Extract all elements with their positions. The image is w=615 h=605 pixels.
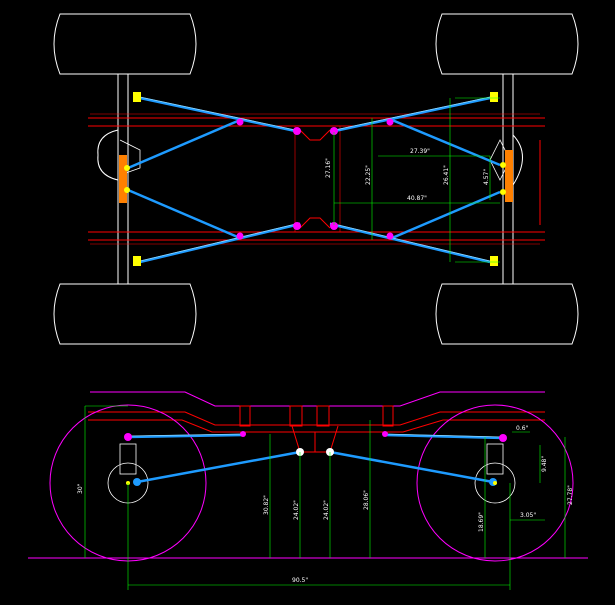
links-top-highlight: [139, 96, 491, 262]
dim-label-30-82: 30.82": [263, 495, 270, 515]
tires-top: [53, 13, 579, 345]
upper-link-left: [127, 433, 244, 439]
link-rr-diag: [391, 190, 501, 240]
side-view: 30" 30.82" 24.02" 24.02" 28.06" 18.69" 0…: [28, 391, 588, 590]
dim-label-30: 30": [77, 483, 84, 494]
link-fr-upper: [329, 96, 491, 134]
dimension-labels-side: 30" 30.82" 24.02" 24.02" 28.06" 18.69" 0…: [77, 425, 574, 584]
dim-label-9-48: 9.48": [541, 456, 548, 472]
dim-label-28-06: 28.06": [363, 490, 370, 510]
dimensions-top: [333, 97, 500, 263]
dim-label-22-25: 22.25": [365, 165, 372, 185]
dimension-labels-top: 27.39" 40.87" 27.16" 22.25" 26.41" 4.57": [325, 148, 490, 202]
frame-rails: [88, 113, 545, 245]
links-side-highlight: [127, 433, 504, 438]
dim-label-27-39: 27.39": [410, 148, 430, 155]
link-rl-upper: [139, 222, 301, 264]
body-outline: [90, 391, 545, 407]
dim-label-18-69: 18.69": [478, 512, 485, 532]
dim-label-27-78: 27.78": [567, 485, 574, 505]
diff-right: [512, 134, 523, 186]
lower-link-left: [136, 450, 301, 484]
dim-label-0-6: 0.6": [516, 425, 529, 432]
wheel-right-hub: [474, 462, 516, 504]
rod-ends-top: [124, 92, 506, 266]
mounts-side: [124, 431, 507, 486]
dim-label-24-02-a: 24.02": [293, 500, 300, 520]
links-top: [127, 96, 501, 264]
dim-label-26-41: 26.41": [443, 165, 450, 185]
link-fl-diag: [127, 118, 241, 170]
dimensions-side: [84, 405, 566, 590]
dim-label-3-05: 3.05": [520, 512, 536, 519]
axle-brackets: [119, 150, 513, 203]
top-view: 27.39" 40.87" 27.16" 22.25" 26.41" 4.57": [53, 13, 579, 345]
dim-label-90-5: 90.5": [292, 577, 308, 584]
link-rl-diag: [127, 188, 241, 240]
axles-top: [97, 73, 523, 285]
tire-rear-right: [435, 283, 579, 345]
axle-left: [117, 73, 129, 285]
tire-front-right: [435, 13, 579, 75]
dim-label-27-16: 27.16": [325, 158, 332, 178]
shocks: [119, 443, 504, 475]
link-fl-upper: [139, 96, 301, 134]
frame-side: [88, 405, 545, 453]
dim-label-4-57: 4.57": [483, 169, 490, 185]
diff-left: [97, 129, 119, 181]
upper-link-right: [384, 433, 504, 440]
dim-label-40-87: 40.87": [407, 195, 427, 202]
link-rr-upper: [329, 222, 491, 264]
link-fr-diag: [391, 118, 501, 167]
links-side: [127, 433, 504, 484]
lower-link-right: [329, 450, 494, 484]
tire-rear-left: [53, 283, 197, 345]
dim-label-24-02-b: 24.02": [323, 500, 330, 520]
tire-front-left: [53, 13, 197, 75]
wheel-right-tire: [416, 404, 574, 562]
diff-left-cover: [119, 139, 141, 176]
